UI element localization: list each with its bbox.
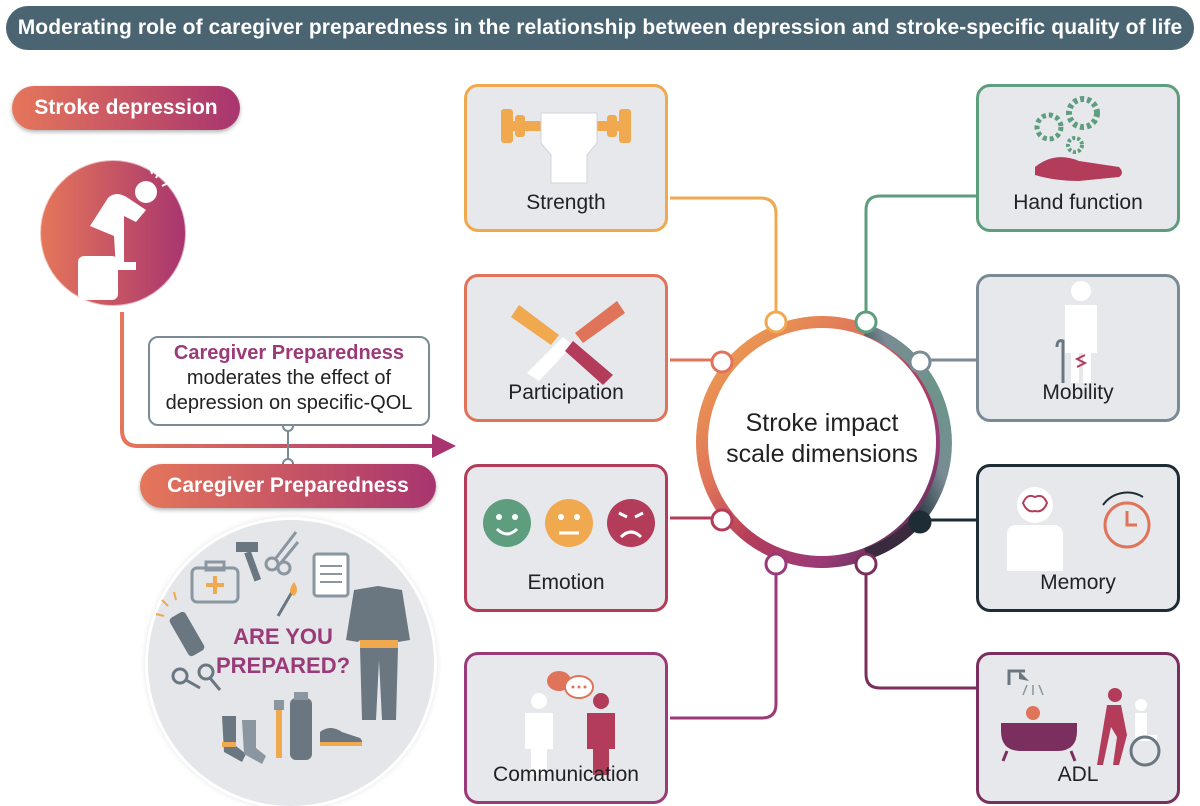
caregiver-preparedness-label: Caregiver Preparedness: [167, 474, 409, 497]
dimension-strength: Strength: [464, 84, 668, 232]
preparedness-items-icons: [155, 531, 410, 764]
two-people-talking-icon: [525, 671, 615, 775]
mobility-label: Mobility: [1042, 381, 1114, 404]
flashlight-icon: [155, 591, 205, 657]
dimension-communication: Communication: [464, 652, 668, 804]
hub-label: Stroke impact scale dimensions: [706, 408, 938, 470]
moderator-box-line2: moderates the effect of: [186, 367, 392, 389]
notepad-icon: [312, 552, 350, 598]
match-icon: [276, 582, 297, 617]
dimension-adl: ADL: [976, 652, 1180, 804]
hub-label-line1: Stroke impact: [745, 409, 899, 437]
dimension-participation: Participation: [464, 274, 668, 422]
strength-label: Strength: [526, 191, 606, 214]
hammer-icon: [236, 542, 262, 582]
dimension-hand-function: Hand function: [976, 84, 1180, 232]
stroke-depression-label: Stroke depression: [34, 96, 218, 119]
communication-label: Communication: [493, 763, 639, 786]
depressed-person-icon: [39, 159, 187, 307]
first-aid-kit-icon: [190, 560, 240, 604]
toiletries-icon: [274, 692, 312, 760]
bath-wheelchair-icon: [1001, 669, 1161, 767]
dimension-mobility: Mobility: [976, 274, 1180, 422]
person-with-cane-icon: [1055, 281, 1097, 383]
main-arrowhead: [432, 434, 456, 458]
participation-label: Participation: [508, 381, 624, 404]
main-path-arrow: [120, 312, 438, 448]
moderator-box-line1: Caregiver Preparedness: [173, 342, 405, 364]
keys-icon: [171, 663, 222, 691]
joined-hands-icon: [511, 301, 625, 385]
emotion-label: Emotion: [527, 571, 605, 594]
dimension-emotion: Emotion: [464, 464, 668, 612]
caregiver-preparedness-pill: Caregiver Preparedness: [140, 464, 436, 508]
sneaker-icon: [320, 728, 362, 746]
hand-gears-icon: [1034, 96, 1122, 181]
jacket-icon: [346, 586, 410, 720]
title-bar: Moderating role of caregiver preparednes…: [6, 6, 1194, 50]
stroke-depression-pill: Stroke depression: [12, 86, 240, 130]
moderator-explanation-box: Caregiver Preparedness moderates the eff…: [148, 336, 430, 426]
scissors-icon: [264, 531, 300, 576]
socks-icon: [222, 716, 266, 764]
page-title: Moderating role of caregiver preparednes…: [17, 16, 1183, 39]
hand-function-label: Hand function: [1013, 191, 1143, 214]
hub-label-line2: scale dimensions: [726, 440, 918, 468]
memory-label: Memory: [1040, 571, 1116, 594]
brain-clock-icon: [1007, 487, 1151, 571]
dimension-memory: Memory: [976, 464, 1180, 612]
adl-label: ADL: [1057, 763, 1099, 786]
dumbbell-fist-icon: [501, 109, 631, 184]
emotion-faces-icon: [483, 499, 655, 547]
moderator-box-line3: depression on specific-QOL: [165, 392, 413, 414]
